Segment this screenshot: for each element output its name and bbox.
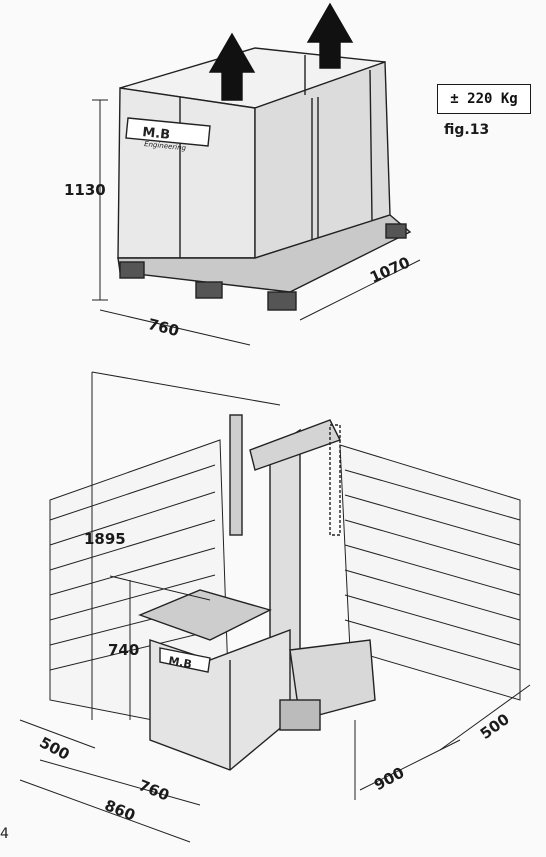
machine-logo-text: M.B: [167, 654, 192, 671]
machine-dim-lines: [19, 371, 531, 843]
tyre-changer-machine: [138, 414, 376, 771]
table-height-label: 740: [108, 641, 140, 659]
lift-arrows: [208, 2, 354, 101]
crate-dim-lines: [92, 99, 421, 346]
page-number: 4: [0, 826, 9, 842]
total-height-label: 1895: [84, 530, 126, 548]
crate-logo-text: M.B: [142, 125, 171, 143]
figure-label: fig.13: [444, 122, 490, 138]
shipping-crate: [117, 47, 412, 311]
crate-height-label: 1130: [64, 181, 106, 199]
weight-label: ± 220 Kg: [437, 84, 531, 114]
